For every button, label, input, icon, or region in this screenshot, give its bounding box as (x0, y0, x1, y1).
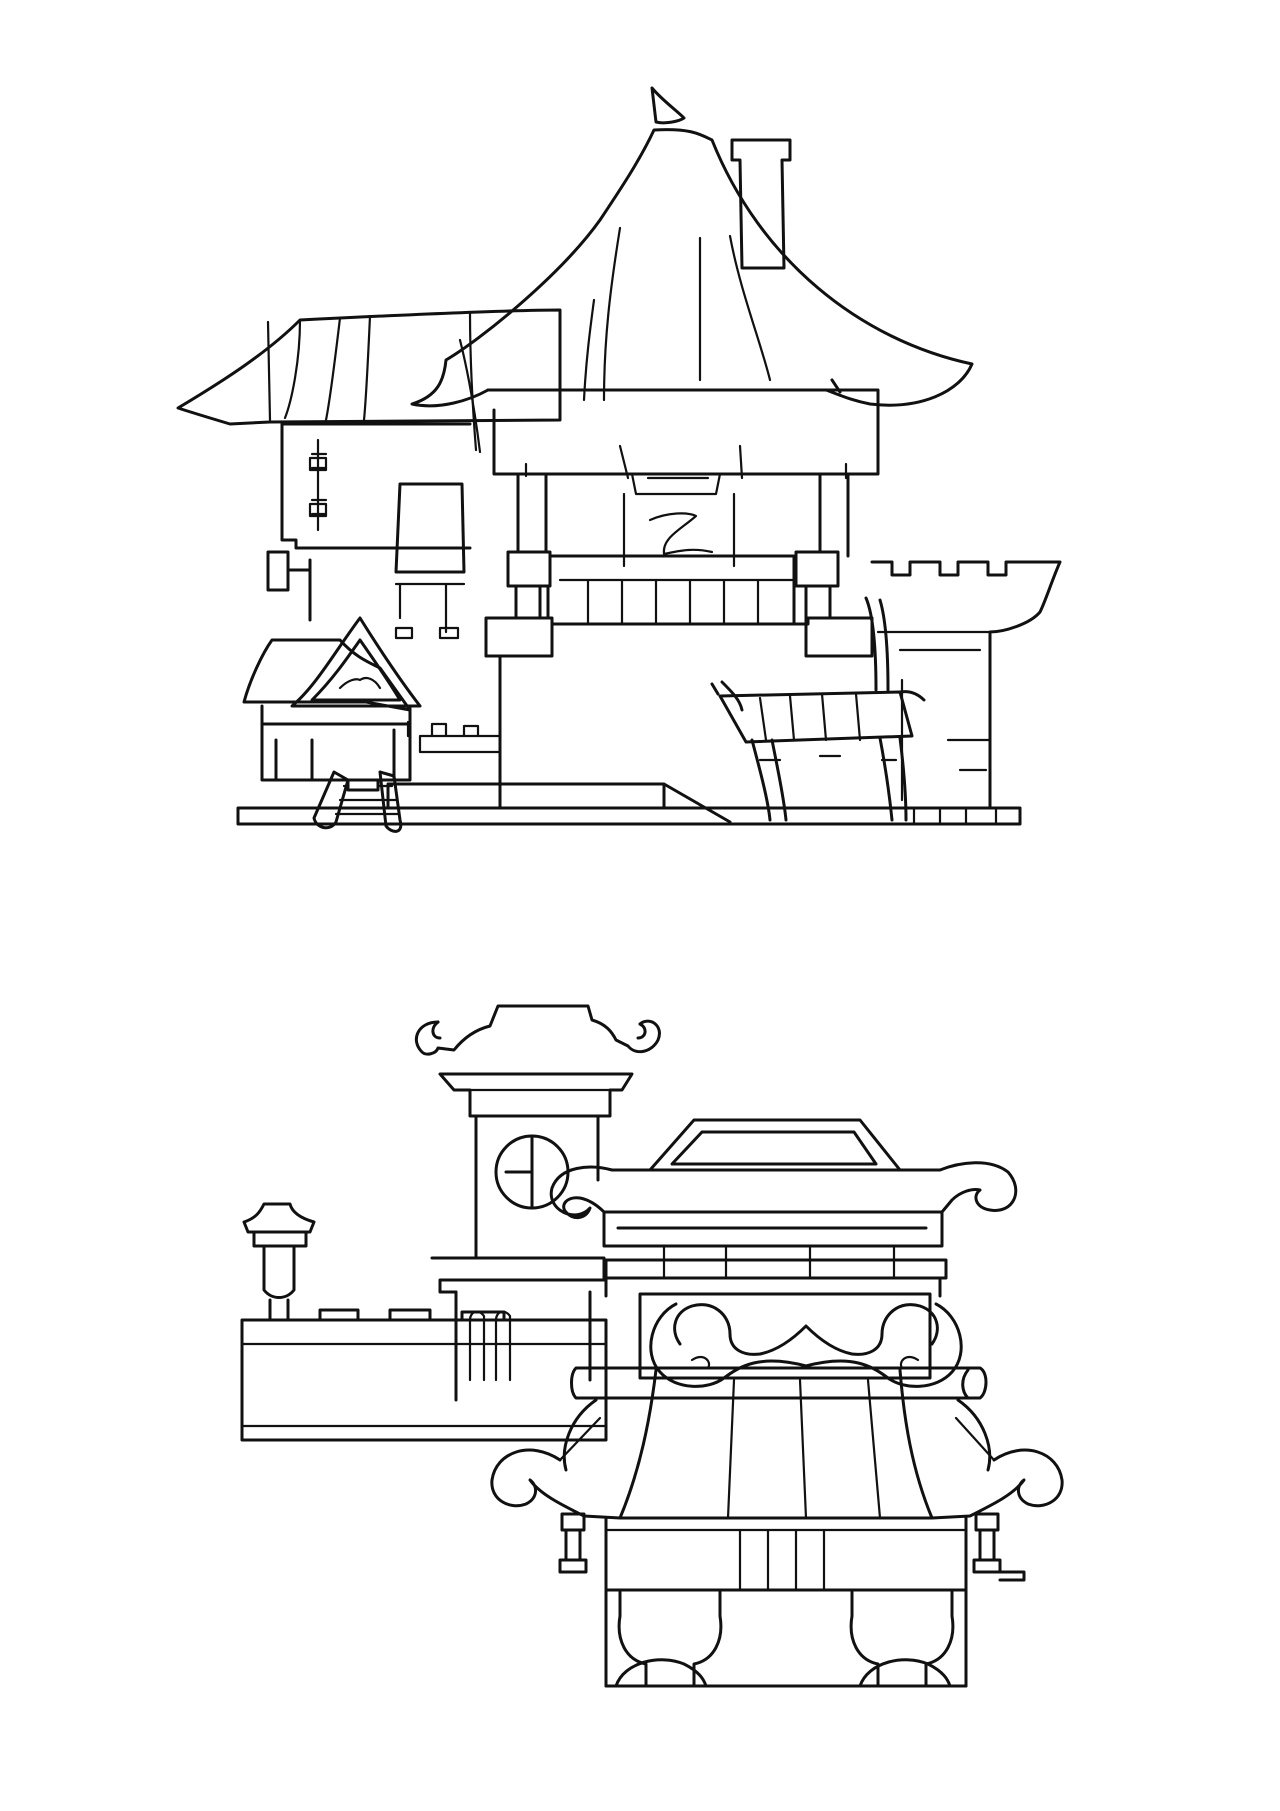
temple-lower-body (604, 1516, 968, 1688)
hanging-banner (394, 482, 466, 640)
left-roof (176, 308, 562, 454)
temple-moustache (638, 1292, 963, 1388)
temple-roof (549, 1118, 1018, 1298)
temple-skirt (562, 1368, 992, 1520)
main-pagoda-roof (410, 86, 974, 408)
pagoda-upper-floor (486, 388, 880, 496)
left-wall (280, 422, 472, 550)
temple-base (240, 1308, 608, 1442)
lower-eaves (490, 1416, 1064, 1520)
temple-face-drawing (240, 1004, 1064, 1688)
castle-wall (870, 560, 1062, 826)
pagoda-house-drawing (176, 86, 1062, 833)
right-shelter (710, 596, 926, 822)
log-beam (570, 1366, 988, 1400)
chimney (730, 138, 792, 270)
lantern-post (242, 1202, 316, 1322)
pagoda-pillars (516, 472, 850, 568)
tower (415, 1004, 661, 1402)
left-shrine (242, 616, 502, 782)
side-columns (558, 1512, 1026, 1582)
balcony-railing (484, 550, 874, 658)
door-scroll (312, 770, 403, 833)
ground-line (236, 806, 1022, 826)
wall-lamp (266, 550, 312, 622)
stair-ramp (386, 782, 732, 824)
